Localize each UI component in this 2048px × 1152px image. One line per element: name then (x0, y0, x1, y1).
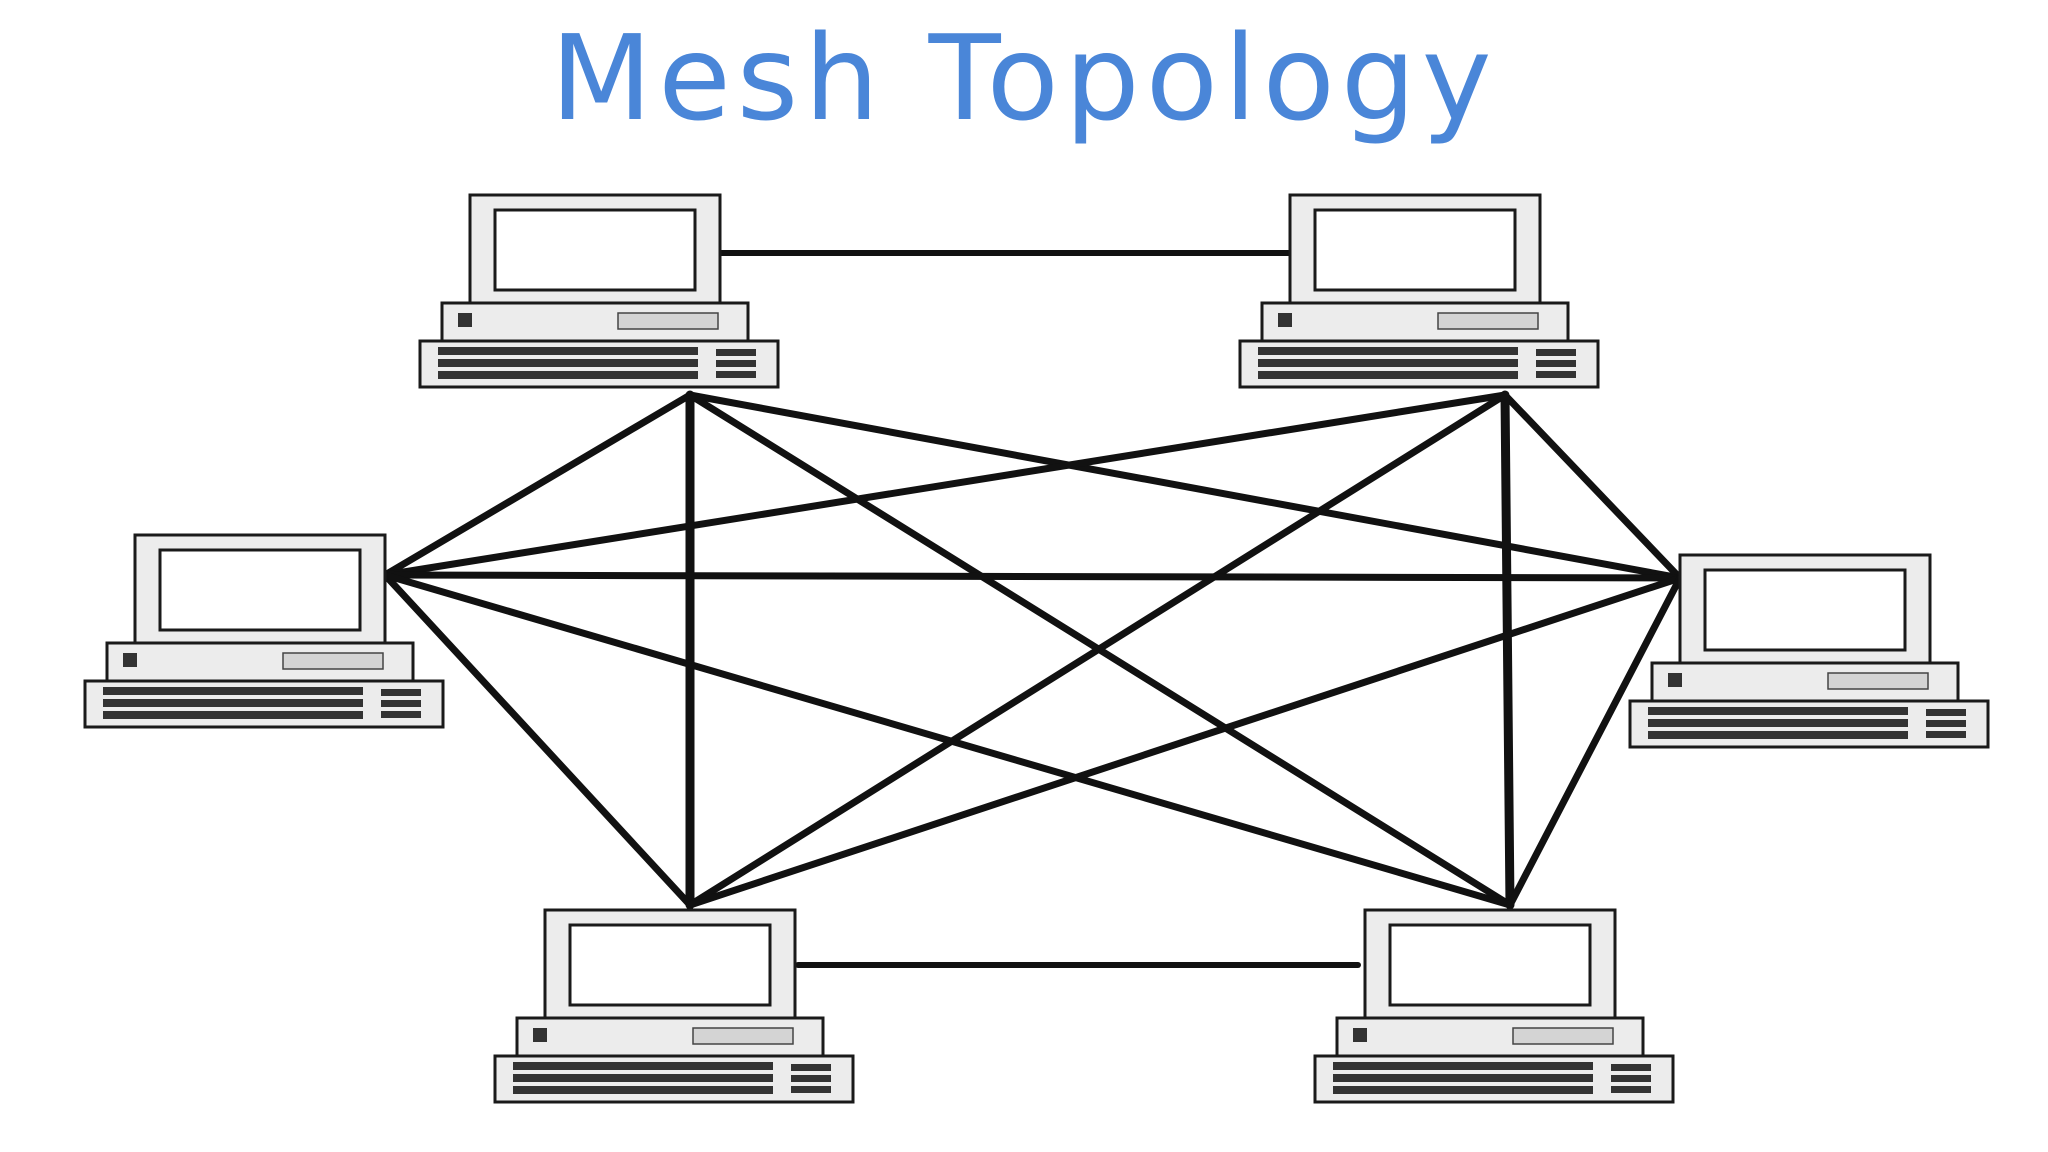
link-mid-right-bottom-right (1506, 574, 1684, 909)
computer-icon (1238, 193, 1600, 389)
diagram-title: Mesh Topology (550, 9, 1498, 147)
link-top-right-bottom-left (686, 391, 1509, 909)
computer-icon (1313, 908, 1675, 1104)
link-mid-left-mid-right (381, 571, 1684, 582)
computer-icon (1628, 553, 1990, 749)
link-mid-right-bottom-left (686, 574, 1684, 909)
link-top-right-mid-left (381, 391, 1509, 579)
computer-icon (493, 908, 855, 1104)
computer-icon (83, 533, 445, 729)
link-mid-left-bottom-right (381, 571, 1514, 909)
link-top-left-mid-right (686, 391, 1684, 582)
computer-icon (418, 193, 780, 389)
links-layer (381, 250, 1684, 968)
link-top-right-bottom-right (1500, 390, 1515, 910)
link-top-right-mid-right (1501, 391, 1684, 582)
link-mid-left-bottom-left (381, 571, 694, 909)
link-top-left-mid-left (381, 391, 694, 579)
nodes-layer (83, 193, 1990, 1104)
